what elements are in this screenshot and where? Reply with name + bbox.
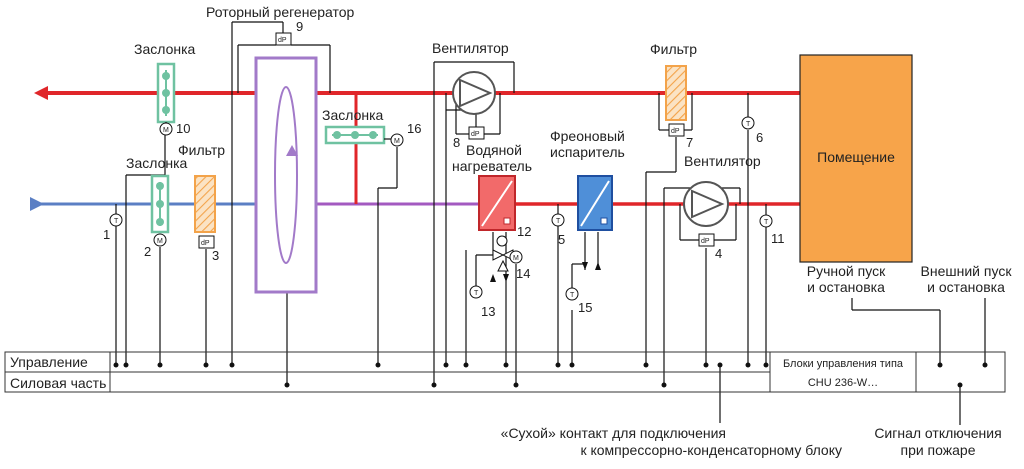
dry-contact-label-2: к компрессорно-конденсаторному блоку — [580, 442, 842, 458]
water-heater-label-2: нагреватель — [452, 158, 532, 174]
control-panel: Управление Силовая часть Блоки управлени… — [4, 351, 1006, 393]
motor-icon: M — [159, 122, 173, 136]
motor-icon: M — [153, 233, 167, 247]
temp-sensor-13: T — [469, 285, 483, 299]
damper-supply-label: Заслонка — [126, 155, 188, 171]
svg-text:T: T — [114, 218, 119, 225]
svg-text:dP: dP — [671, 128, 680, 135]
svg-text:T: T — [570, 292, 575, 299]
damper-supply — [150, 174, 170, 234]
control-label: Управление — [10, 354, 88, 370]
svg-text:dP: dP — [701, 238, 710, 245]
svg-text:M: M — [513, 255, 519, 262]
label-15: 15 — [578, 300, 592, 315]
label-4: 4 — [715, 246, 722, 261]
freon-evaporator-label-1: Фреоновый — [550, 128, 625, 144]
manual-start-label-2: и остановка — [807, 279, 885, 295]
filter-supply-label: Фильтр — [178, 142, 225, 158]
label-2: 2 — [144, 244, 151, 259]
svg-text:T: T — [556, 218, 561, 225]
dry-contact-label-1: «Сухой» контакт для подключения — [501, 425, 726, 441]
fan-exhaust-label: Вентилятор — [432, 40, 509, 56]
svg-text:M: M — [394, 138, 400, 145]
freon-evaporator — [577, 175, 613, 231]
water-heater — [478, 175, 516, 231]
fan-exhaust — [452, 71, 496, 115]
dp-sensor-4: dP — [698, 233, 715, 247]
water-heater-label-1: Водяной — [466, 142, 522, 158]
label-3: 3 — [212, 248, 219, 263]
motor-icon: M — [509, 250, 523, 264]
fire-signal-label-1: Сигнал отключения — [874, 425, 1001, 441]
svg-text:M: M — [163, 127, 169, 134]
svg-text:dP: dP — [201, 240, 210, 247]
motor-icon: M — [384, 133, 404, 147]
label-16: 16 — [407, 121, 421, 136]
label-9: 9 — [296, 19, 303, 34]
label-10: 10 — [176, 121, 190, 136]
room — [799, 54, 913, 263]
dp-sensor-7: dP — [668, 123, 685, 137]
label-1: 1 — [103, 227, 110, 242]
svg-text:T: T — [764, 219, 769, 226]
temp-sensor-15: T — [565, 287, 579, 301]
rotary-regenerator-label: Роторный регенератор — [206, 4, 355, 20]
freon-arrows — [582, 232, 601, 270]
svg-text:T: T — [474, 290, 479, 297]
freon-evaporator-label-2: испаритель — [550, 144, 625, 160]
supply-arrows — [490, 274, 509, 282]
valve-icon — [492, 249, 514, 272]
dp-sensor-8: dP — [468, 126, 485, 140]
label-11: 11 — [771, 231, 785, 246]
room-label: Помещение — [817, 149, 895, 165]
temp-sensor-1: T — [109, 204, 123, 227]
svg-text:T: T — [746, 121, 751, 128]
supply-air-line — [30, 93, 852, 211]
fan-supply — [683, 181, 729, 227]
label-8: 8 — [453, 135, 460, 150]
filter-exhaust — [665, 65, 687, 121]
pump-icon — [496, 235, 508, 247]
label-6: 6 — [756, 130, 763, 145]
label-12: 12 — [517, 224, 531, 239]
svg-text:dP: dP — [471, 131, 480, 138]
damper-bypass-label: Заслонка — [322, 107, 384, 123]
external-start-label-2: и остановка — [927, 279, 1005, 295]
fan-supply-label: Вентилятор — [684, 153, 761, 169]
control-units-line2: CHU 236-W… — [808, 377, 878, 389]
power-label: Силовая часть — [10, 375, 106, 391]
dp-sensor-3: dP — [198, 235, 215, 249]
control-units-line1: Блоки управления типа — [783, 358, 904, 370]
fire-signal-label-2: при пожаре — [900, 442, 975, 458]
temp-sensor-5: T — [551, 204, 565, 227]
filter-exhaust-label: Фильтр — [650, 41, 697, 57]
rotary-regenerator — [254, 56, 318, 294]
label-7: 7 — [686, 135, 693, 150]
damper-bypass — [324, 125, 386, 145]
external-start-label-1: Внешний пуск — [921, 263, 1013, 279]
damper-exhaust-label: Заслонка — [134, 41, 196, 57]
dp-sensor-9: dP — [275, 32, 292, 46]
svg-text:M: M — [157, 238, 163, 245]
label-14: 14 — [516, 266, 530, 281]
manual-start-label-1: Ручной пуск — [807, 263, 886, 279]
bus-junction-dots — [113, 362, 988, 388]
svg-text:dP: dP — [278, 37, 287, 44]
label-13: 13 — [481, 304, 495, 319]
damper-exhaust — [156, 62, 176, 124]
temp-sensor-11: T — [759, 204, 773, 228]
label-5: 5 — [558, 232, 565, 247]
temp-sensor-6: T — [741, 116, 755, 130]
filter-supply — [194, 175, 216, 233]
